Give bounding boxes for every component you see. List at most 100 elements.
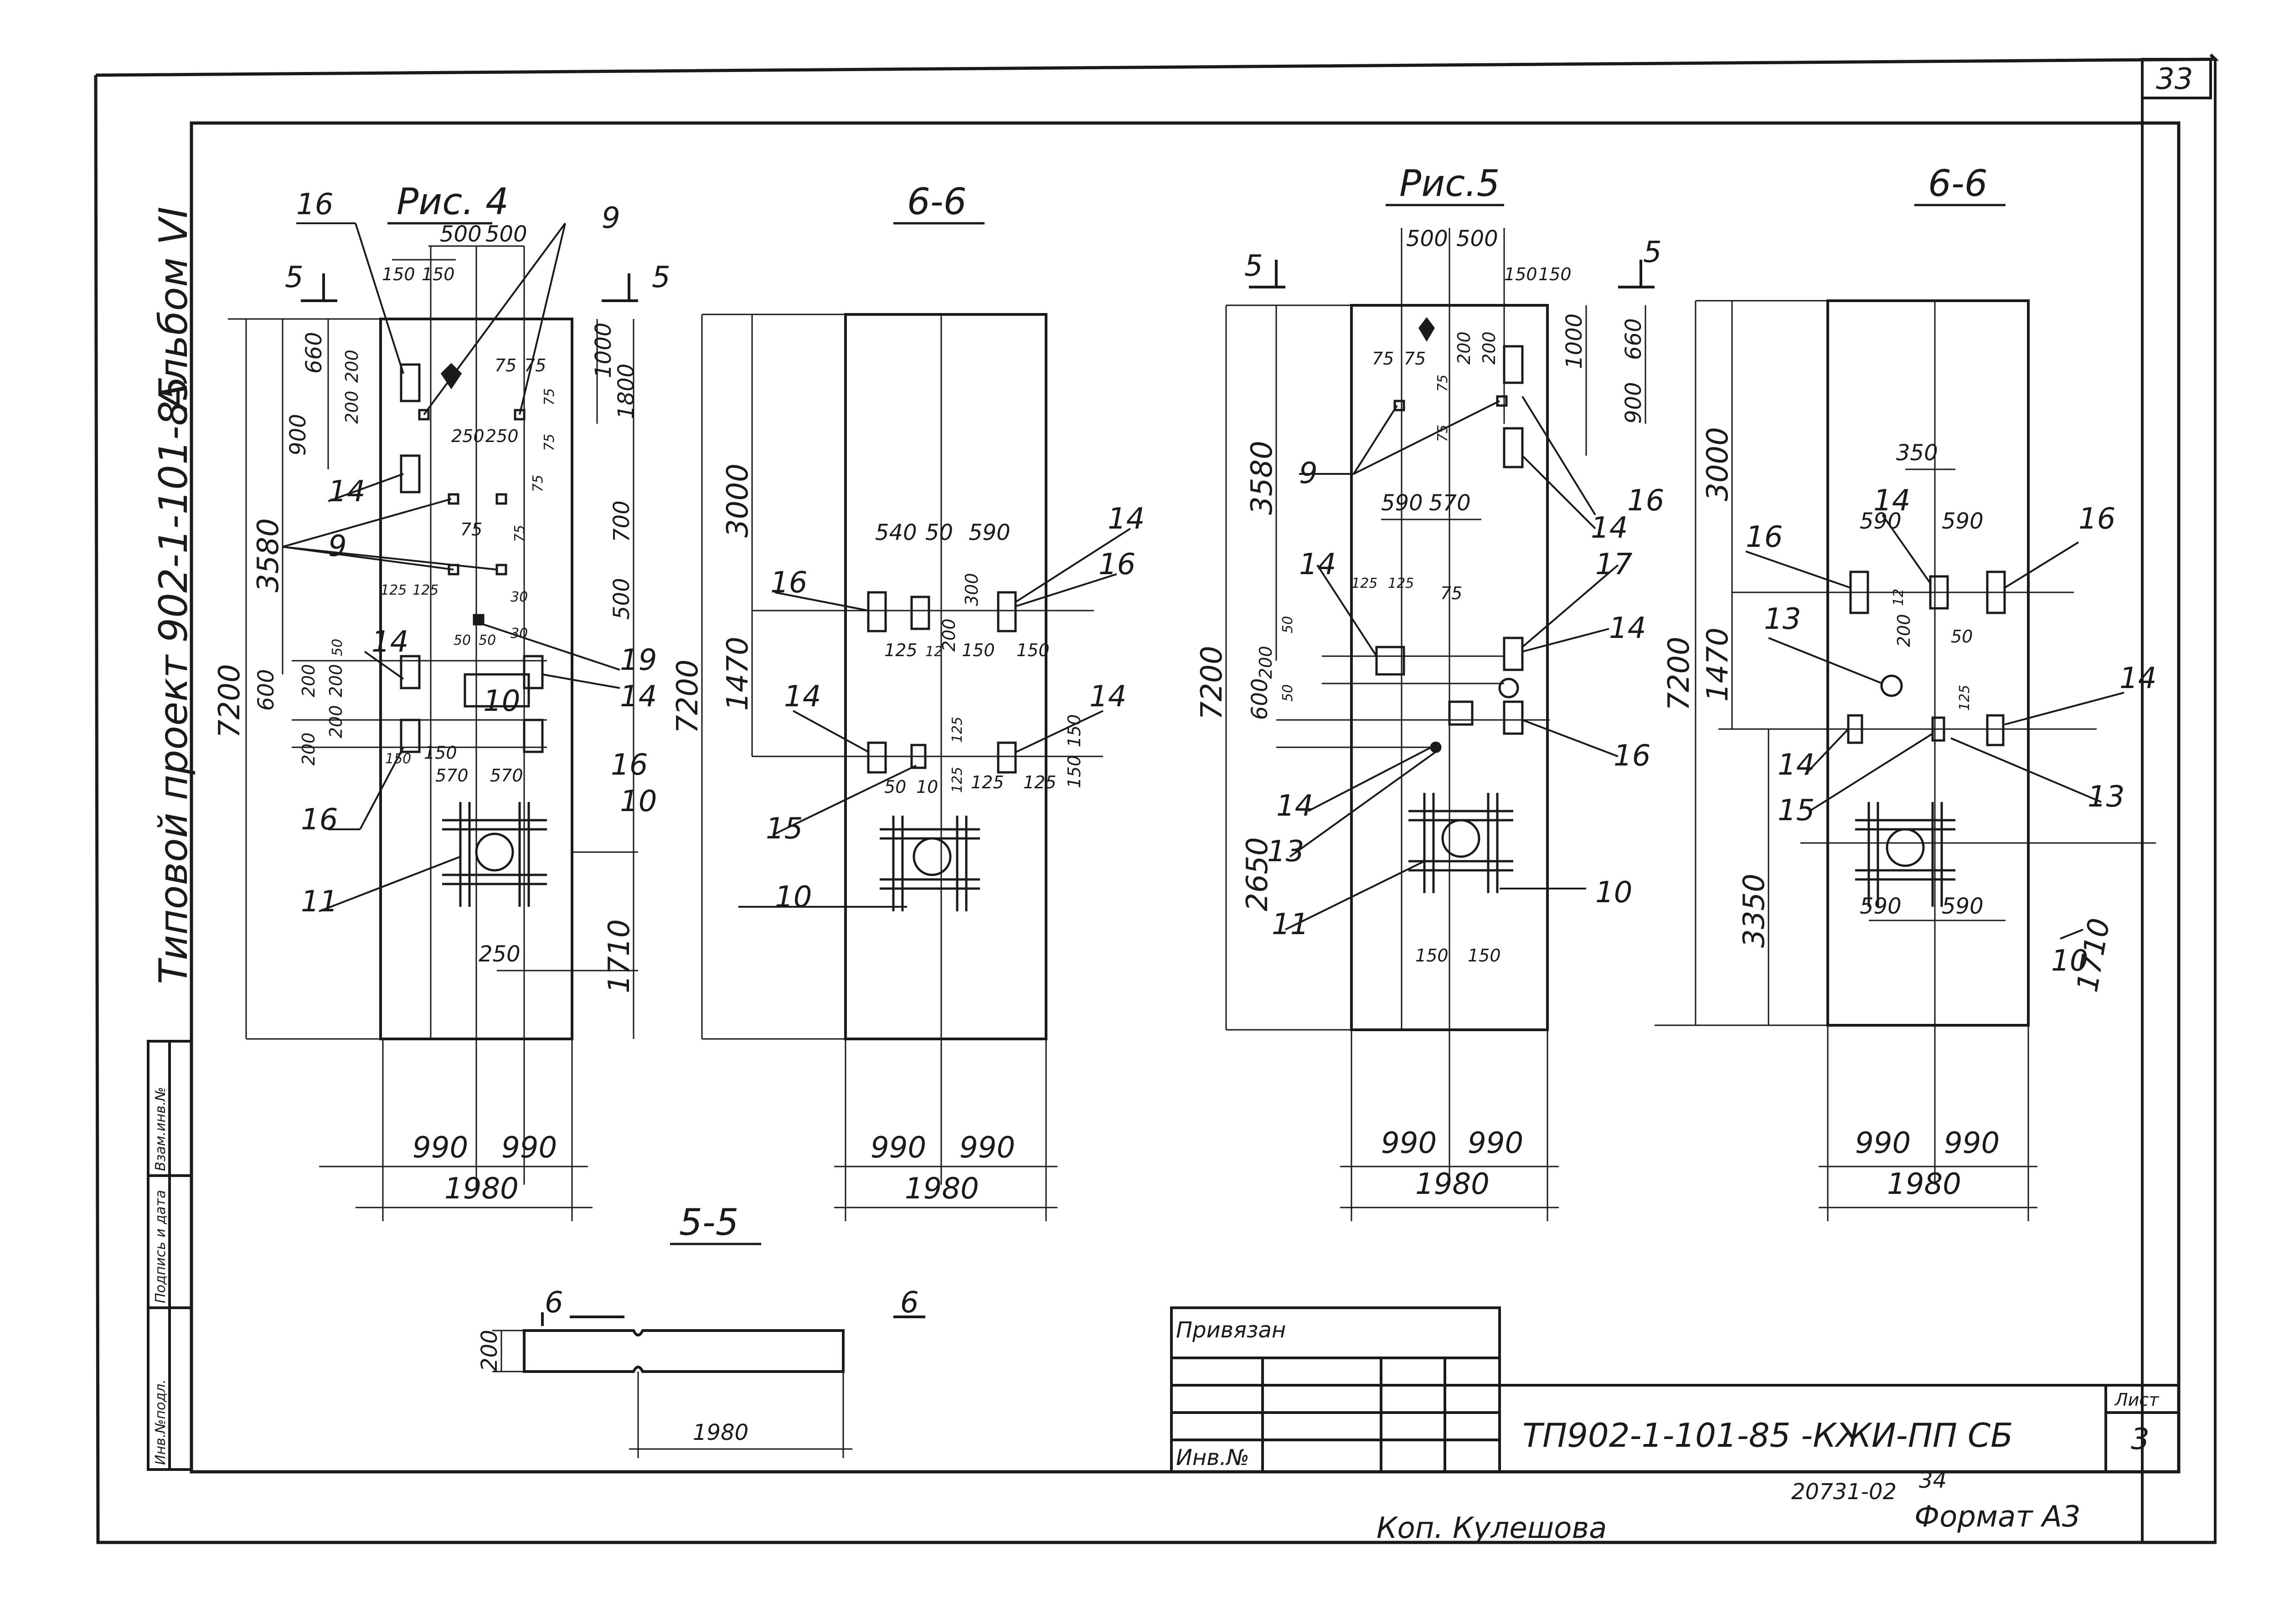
fig5-dim-200a: 200 xyxy=(1454,331,1474,365)
fig4-dim-250c: 250 xyxy=(479,941,521,967)
fig4-dim-200f: 200 xyxy=(326,705,346,738)
sec66b-dim-590a: 590 xyxy=(1860,509,1902,534)
sec66b-dim-1980: 1980 xyxy=(1887,1167,1961,1201)
inv-label: Инв.№ xyxy=(1176,1445,1249,1470)
fig4-dim-570b: 570 xyxy=(490,766,523,786)
fig4-dim-125a: 125 xyxy=(381,582,407,598)
fig4-label-19: 19 xyxy=(620,643,657,677)
sec66b-title: 6-6 xyxy=(1928,162,1988,205)
sec66b-dim-7200: 7200 xyxy=(1662,637,1696,711)
fig5-dim-200c: 200 xyxy=(1256,646,1276,679)
stamp-inv-original: Инв.№подл. xyxy=(153,1379,169,1465)
fig5-dim-125a: 125 xyxy=(1351,576,1377,591)
sec66a-leaders xyxy=(738,528,1131,908)
fig5-dim-7200: 7200 xyxy=(1195,646,1229,720)
fig5-label-14c: 14 xyxy=(1609,612,1646,645)
sec66b-dim-590c: 590 xyxy=(1860,894,1902,919)
section-6-6-left: 6-6 3000 1470 7200 540 50 5 xyxy=(671,180,1145,1221)
fig4-dim-1980: 1980 xyxy=(444,1172,519,1206)
fig4-cut-a: 5 xyxy=(285,261,304,294)
sec66a-dim-1470: 1470 xyxy=(721,637,755,711)
sec66a-dim-150a: 150 xyxy=(962,640,995,660)
sec66a-dim-10: 10 xyxy=(916,777,938,797)
sec66a-inserts xyxy=(867,591,1017,911)
fig5-label-16a: 16 xyxy=(1627,484,1664,518)
fig5-label-13: 13 xyxy=(1267,835,1304,869)
sec66b-dim-200: 200 xyxy=(1894,614,1914,647)
sec66a-dim-12: 12 xyxy=(925,644,943,660)
fig4-dim-75e: 75 xyxy=(530,475,546,492)
stamp-signature-date: Подпись и дата xyxy=(153,1190,169,1304)
sec66b-label-14b: 14 xyxy=(2119,662,2156,695)
fig4-label-14a: 14 xyxy=(328,475,365,509)
fig4-dimension-lines xyxy=(228,245,638,1221)
fig5-dim-660: 660 xyxy=(1621,318,1646,360)
fig5-dim-150d: 150 xyxy=(1468,946,1501,966)
fig4-dim-200d: 200 xyxy=(326,664,346,697)
sec66b-dim-125: 125 xyxy=(1957,685,1973,711)
fig5-dim-75c: 75 xyxy=(1435,375,1451,392)
fig5-title: Рис.5 xyxy=(1399,162,1500,205)
fig5-dim-600: 600 xyxy=(1247,678,1273,720)
fig4-label-14c: 14 xyxy=(620,680,657,714)
fig4-label-9a: 9 xyxy=(602,201,620,235)
sec55-title: 5-5 xyxy=(679,1201,739,1244)
fig5-cut-b: 5 xyxy=(1643,236,1662,269)
sec66a-label-16b: 16 xyxy=(1098,548,1135,581)
bound-label: Привязан xyxy=(1176,1317,1286,1343)
sec66b-dim-3350: 3350 xyxy=(1738,874,1771,948)
fig4-dim-7200: 7200 xyxy=(213,664,247,738)
sec66b-dim-590b: 590 xyxy=(1942,509,1984,534)
sec66a-dim-200: 200 xyxy=(939,618,959,652)
fig5-inserts xyxy=(1375,317,1524,893)
fig4-dim-75g: 75 xyxy=(512,525,528,542)
corner-number: 33 xyxy=(2156,62,2193,96)
fig4-dim-500: 500 xyxy=(609,578,634,620)
sec66a-dim-1980: 1980 xyxy=(905,1172,979,1206)
fig4-dim-1710: 1710 xyxy=(603,919,636,993)
sec66b-dim-12: 12 xyxy=(1891,589,1907,606)
fig4-dim-150b: 150 xyxy=(422,264,455,284)
fig4-dim-50a: 50 xyxy=(454,632,471,648)
document-code: ТП902-1-101-85 -КЖИ-ПП СБ xyxy=(1522,1416,2013,1454)
sec66b-dim-990a: 990 xyxy=(1855,1126,1911,1160)
fig4-dim-700: 700 xyxy=(609,500,634,542)
sec66b-dim-990b: 990 xyxy=(1944,1126,2000,1160)
fig4-dim-1800: 1800 xyxy=(614,364,639,419)
fig4-dim-990a: 990 xyxy=(412,1131,468,1165)
fig4-inserts xyxy=(400,363,544,753)
fig4-title: Рис. 4 xyxy=(397,180,509,223)
sec66a-label-16a: 16 xyxy=(770,566,807,600)
fig4-dim-200b: 200 xyxy=(342,391,362,424)
sec66a-dim-150c: 150 xyxy=(1064,714,1084,747)
sec66b-dim-1470: 1470 xyxy=(1701,627,1735,702)
title-block xyxy=(1170,1306,2180,1473)
sec66a-dim-300: 300 xyxy=(962,573,982,606)
fig5-dim-990b: 990 xyxy=(1468,1126,1523,1160)
fig5-label-16b: 16 xyxy=(1614,739,1650,773)
sec66a-dim-990b: 990 xyxy=(959,1131,1015,1165)
fig4-dim-200e: 200 xyxy=(299,732,319,766)
fig5-dim-200b: 200 xyxy=(1479,331,1499,365)
sec66b-label-16b: 16 xyxy=(2078,502,2115,536)
sec55-slab xyxy=(523,1312,925,1373)
side-album-title: Альбом VI xyxy=(151,206,196,412)
sec66a-dim-125d: 125 xyxy=(971,772,1004,792)
fig4-dim-200a: 200 xyxy=(342,349,362,383)
fig5-label-11: 11 xyxy=(1272,908,1309,941)
sec66a-dim-3000: 3000 xyxy=(721,463,755,538)
fig5-dim-900: 900 xyxy=(1621,382,1646,424)
figure-5: Рис.5 xyxy=(1195,162,1664,1221)
fig5-dim-3580: 3580 xyxy=(1245,441,1279,515)
sec66a-dim-990a: 990 xyxy=(871,1131,926,1165)
fig4-label-14b: 14 xyxy=(371,625,408,659)
fig4-dim-75d: 75 xyxy=(541,434,557,451)
figure-4: Рис. 4 xyxy=(213,180,670,1221)
sec66a-dim-7200: 7200 xyxy=(671,659,705,734)
fig4-dim-150a: 150 xyxy=(382,264,415,284)
fig5-dim-150b: 150 xyxy=(1538,264,1572,284)
fig4-label-16c: 16 xyxy=(301,803,338,837)
sec66b-label-15: 15 xyxy=(1778,794,1815,827)
fig4-label-9b: 9 xyxy=(328,529,347,563)
